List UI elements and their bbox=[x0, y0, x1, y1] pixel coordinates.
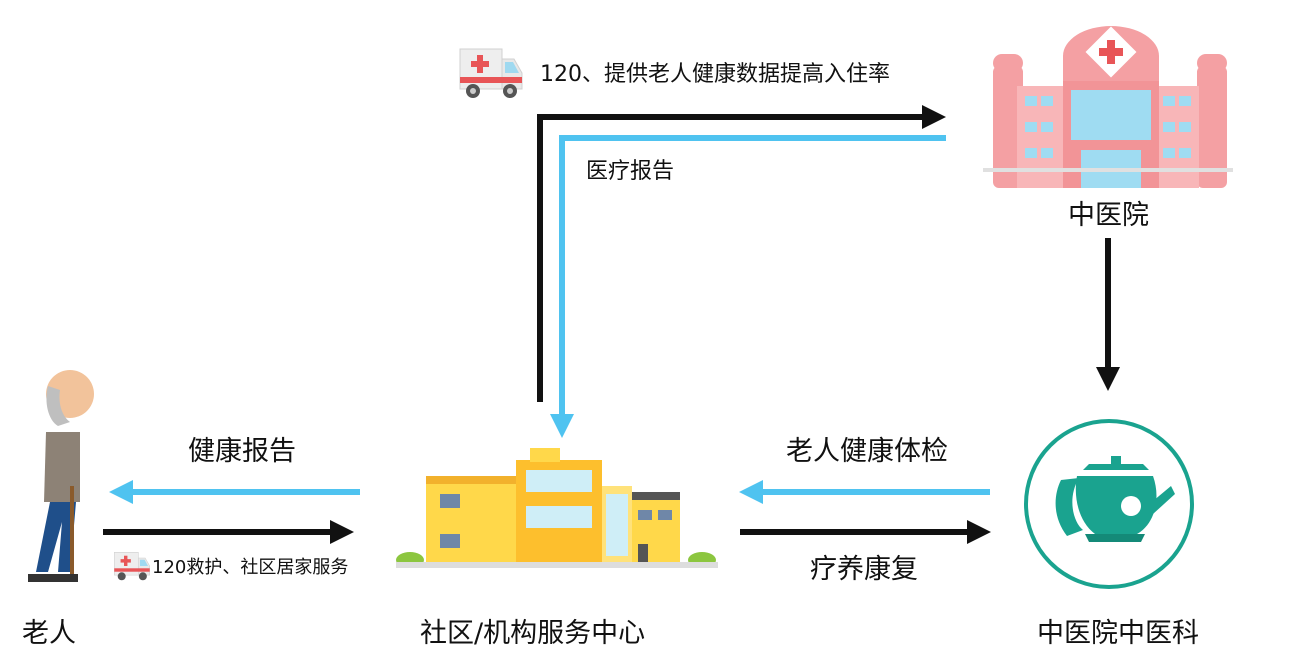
node-label-elderly: 老人 bbox=[22, 618, 76, 649]
node-label-tcm-department: 中医院中医科 bbox=[1037, 618, 1199, 649]
edge-label-rescue-home-service: 120救护、社区居家服务 bbox=[152, 557, 349, 578]
node-label-community-center: 社区/机构服务中心 bbox=[420, 618, 646, 649]
edge-label-health-report: 健康报告 bbox=[188, 436, 296, 467]
arrow-center-to-hospital bbox=[537, 105, 946, 402]
ambulance-icon bbox=[114, 552, 150, 581]
hospital-icon bbox=[983, 26, 1233, 188]
edge-label-rehab: 疗养康复 bbox=[810, 554, 918, 585]
teapot-icon bbox=[1024, 419, 1194, 589]
node-label-hospital: 中医院 bbox=[1068, 200, 1149, 231]
elderly-person-icon bbox=[28, 370, 94, 582]
arrow-hospital-to-center bbox=[550, 135, 946, 438]
ambulance-icon bbox=[459, 48, 523, 98]
community-buildings-icon bbox=[396, 448, 718, 568]
edge-label-to-hospital: 120、提供老人健康数据提高入住率 bbox=[540, 62, 890, 87]
edge-label-elderly-checkup: 老人健康体检 bbox=[786, 436, 948, 467]
edge-label-medical-report: 医疗报告 bbox=[586, 159, 675, 184]
